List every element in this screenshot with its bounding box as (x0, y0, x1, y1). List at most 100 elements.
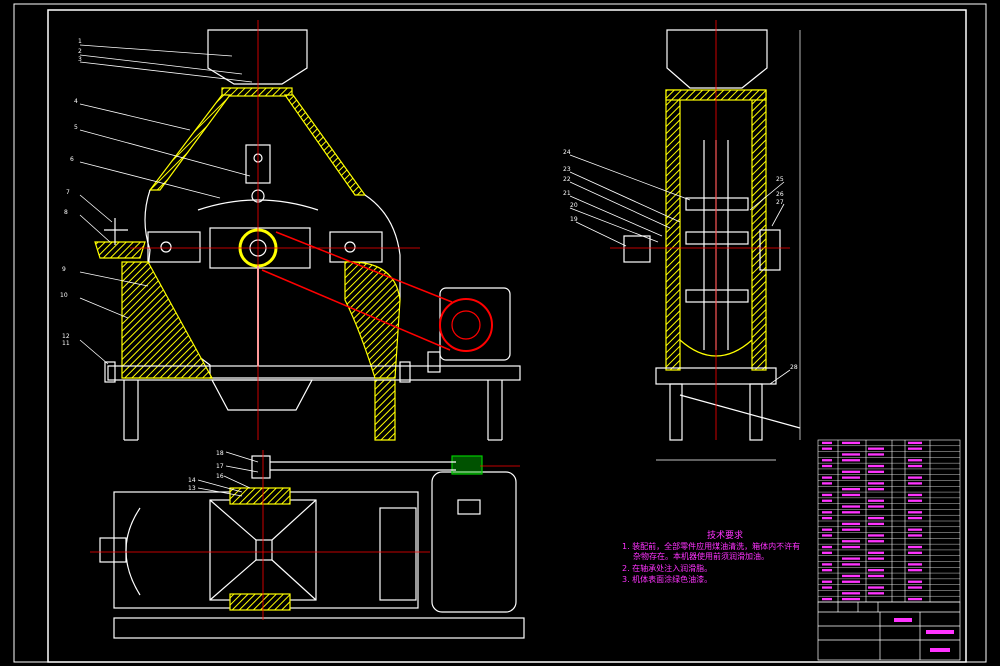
side-centerlines (610, 20, 790, 440)
parts-list-entry (822, 586, 832, 589)
parts-list-entries (822, 441, 922, 601)
parts-list-entry (842, 511, 860, 514)
motor-coupling (451, 455, 483, 475)
note-item-1-cont: 杂物存在。本机器使用前须润滑加油。 (633, 552, 769, 561)
svg-text:10: 10 (60, 292, 68, 299)
svg-text:1: 1 (78, 38, 82, 45)
drawing-frame (13, 3, 987, 663)
side-part-labels: 24 23 22 21 20 19 25 26 27 28 (563, 149, 798, 371)
svg-text:23: 23 (563, 166, 571, 173)
parts-list-entry (868, 586, 884, 589)
discharge-chute (211, 379, 313, 411)
base-frame (107, 365, 521, 381)
side-wall-left (665, 89, 681, 371)
svg-text:28: 28 (790, 364, 798, 371)
note-item-2: 2. 在轴承处注入润滑脂。 (622, 564, 713, 573)
svg-text:13: 13 (188, 485, 196, 492)
svg-text:20: 20 (570, 202, 578, 209)
parts-list-entry (822, 482, 832, 485)
side-shaft-end-right (759, 229, 781, 271)
parts-list-entry (822, 516, 832, 520)
svg-text:3: 3 (78, 56, 82, 63)
svg-text:5: 5 (74, 124, 78, 131)
front-part-labels: 1 2 3 4 5 6 7 8 9 10 12 11 (60, 38, 82, 347)
parts-list-entry (842, 476, 860, 479)
top-base (113, 491, 419, 609)
front-leaders (79, 44, 253, 365)
parts-list-entry (842, 574, 860, 578)
parts-list-entry (842, 540, 860, 543)
parts-list-entry (842, 563, 860, 566)
side-shaft-end-left (623, 235, 651, 263)
svg-text:8: 8 (64, 209, 68, 216)
parts-list-entry (908, 511, 922, 514)
parts-list-entry (842, 470, 860, 473)
parts-list-entry (908, 534, 922, 537)
parts-list-entry (822, 464, 832, 468)
svg-text:6: 6 (70, 156, 74, 163)
right-wall-hatch (344, 261, 401, 379)
parts-list-entry (822, 563, 832, 566)
svg-text:24: 24 (563, 149, 571, 156)
parts-list-entry (908, 597, 922, 601)
svg-text:27: 27 (776, 199, 784, 206)
parts-list-entry (868, 522, 884, 526)
parts-list-entry (842, 592, 860, 595)
parts-list-entry (842, 488, 860, 491)
svg-text:21: 21 (563, 190, 571, 197)
parts-list-entry (868, 482, 884, 485)
svg-text:2: 2 (78, 48, 82, 55)
note-item-3: 3. 机体表面涂绿色油漆。 (622, 575, 713, 584)
parts-list-entry (842, 597, 860, 601)
left-wall-hatch (121, 261, 214, 379)
svg-text:16: 16 (216, 473, 224, 480)
parts-list-entry (868, 447, 884, 450)
svg-text:12: 12 (62, 333, 70, 340)
parts-list-entry (908, 464, 922, 468)
parts-list-entry (822, 499, 832, 502)
parts-list-entry (842, 505, 860, 508)
parts-list-entry (842, 441, 860, 445)
parts-list-entry (822, 493, 832, 497)
parts-list-entry (822, 569, 832, 572)
parts-list-entry (908, 586, 922, 589)
notes-title: 技术要求 (707, 531, 744, 541)
parts-list-entry (868, 534, 884, 537)
title-block (817, 601, 961, 661)
parts-list-entry (822, 511, 832, 514)
parts-list-entry (842, 522, 860, 526)
motor-pulley (439, 298, 493, 352)
front-view (94, 29, 521, 441)
parts-list-entry (842, 459, 860, 462)
parts-list-entry (908, 569, 922, 572)
parts-list-entry (908, 528, 922, 531)
parts-list-entry (822, 551, 832, 554)
svg-text:18: 18 (216, 450, 224, 457)
svg-text:25: 25 (776, 176, 784, 183)
right-leg-hatch (374, 379, 396, 441)
parts-list-entry (868, 453, 884, 456)
top-motor (431, 471, 517, 613)
bearing-housing-left (147, 231, 201, 263)
top-centerlines (90, 450, 520, 620)
parts-list-entry (822, 447, 832, 450)
parts-list-entry (822, 459, 832, 462)
parts-list-entry (842, 453, 860, 456)
parts-list-entry (822, 545, 832, 549)
parts-list-entry (868, 470, 884, 473)
parts-list-entry (908, 563, 922, 566)
front-centerlines (130, 20, 420, 440)
parts-list-entry (822, 534, 832, 537)
parts-list-entry (908, 580, 922, 583)
parts-list-entry (868, 540, 884, 543)
svg-text:19: 19 (570, 216, 578, 223)
parts-list-entry (842, 580, 860, 583)
parts-list-entry (822, 528, 832, 531)
parts-list-entry (868, 574, 884, 578)
parts-list-entry (908, 545, 922, 549)
parts-list-rows (818, 445, 960, 597)
hopper (207, 29, 308, 85)
top-leaders (197, 451, 259, 497)
parts-list-entry (908, 441, 922, 445)
svg-text:14: 14 (188, 477, 196, 484)
